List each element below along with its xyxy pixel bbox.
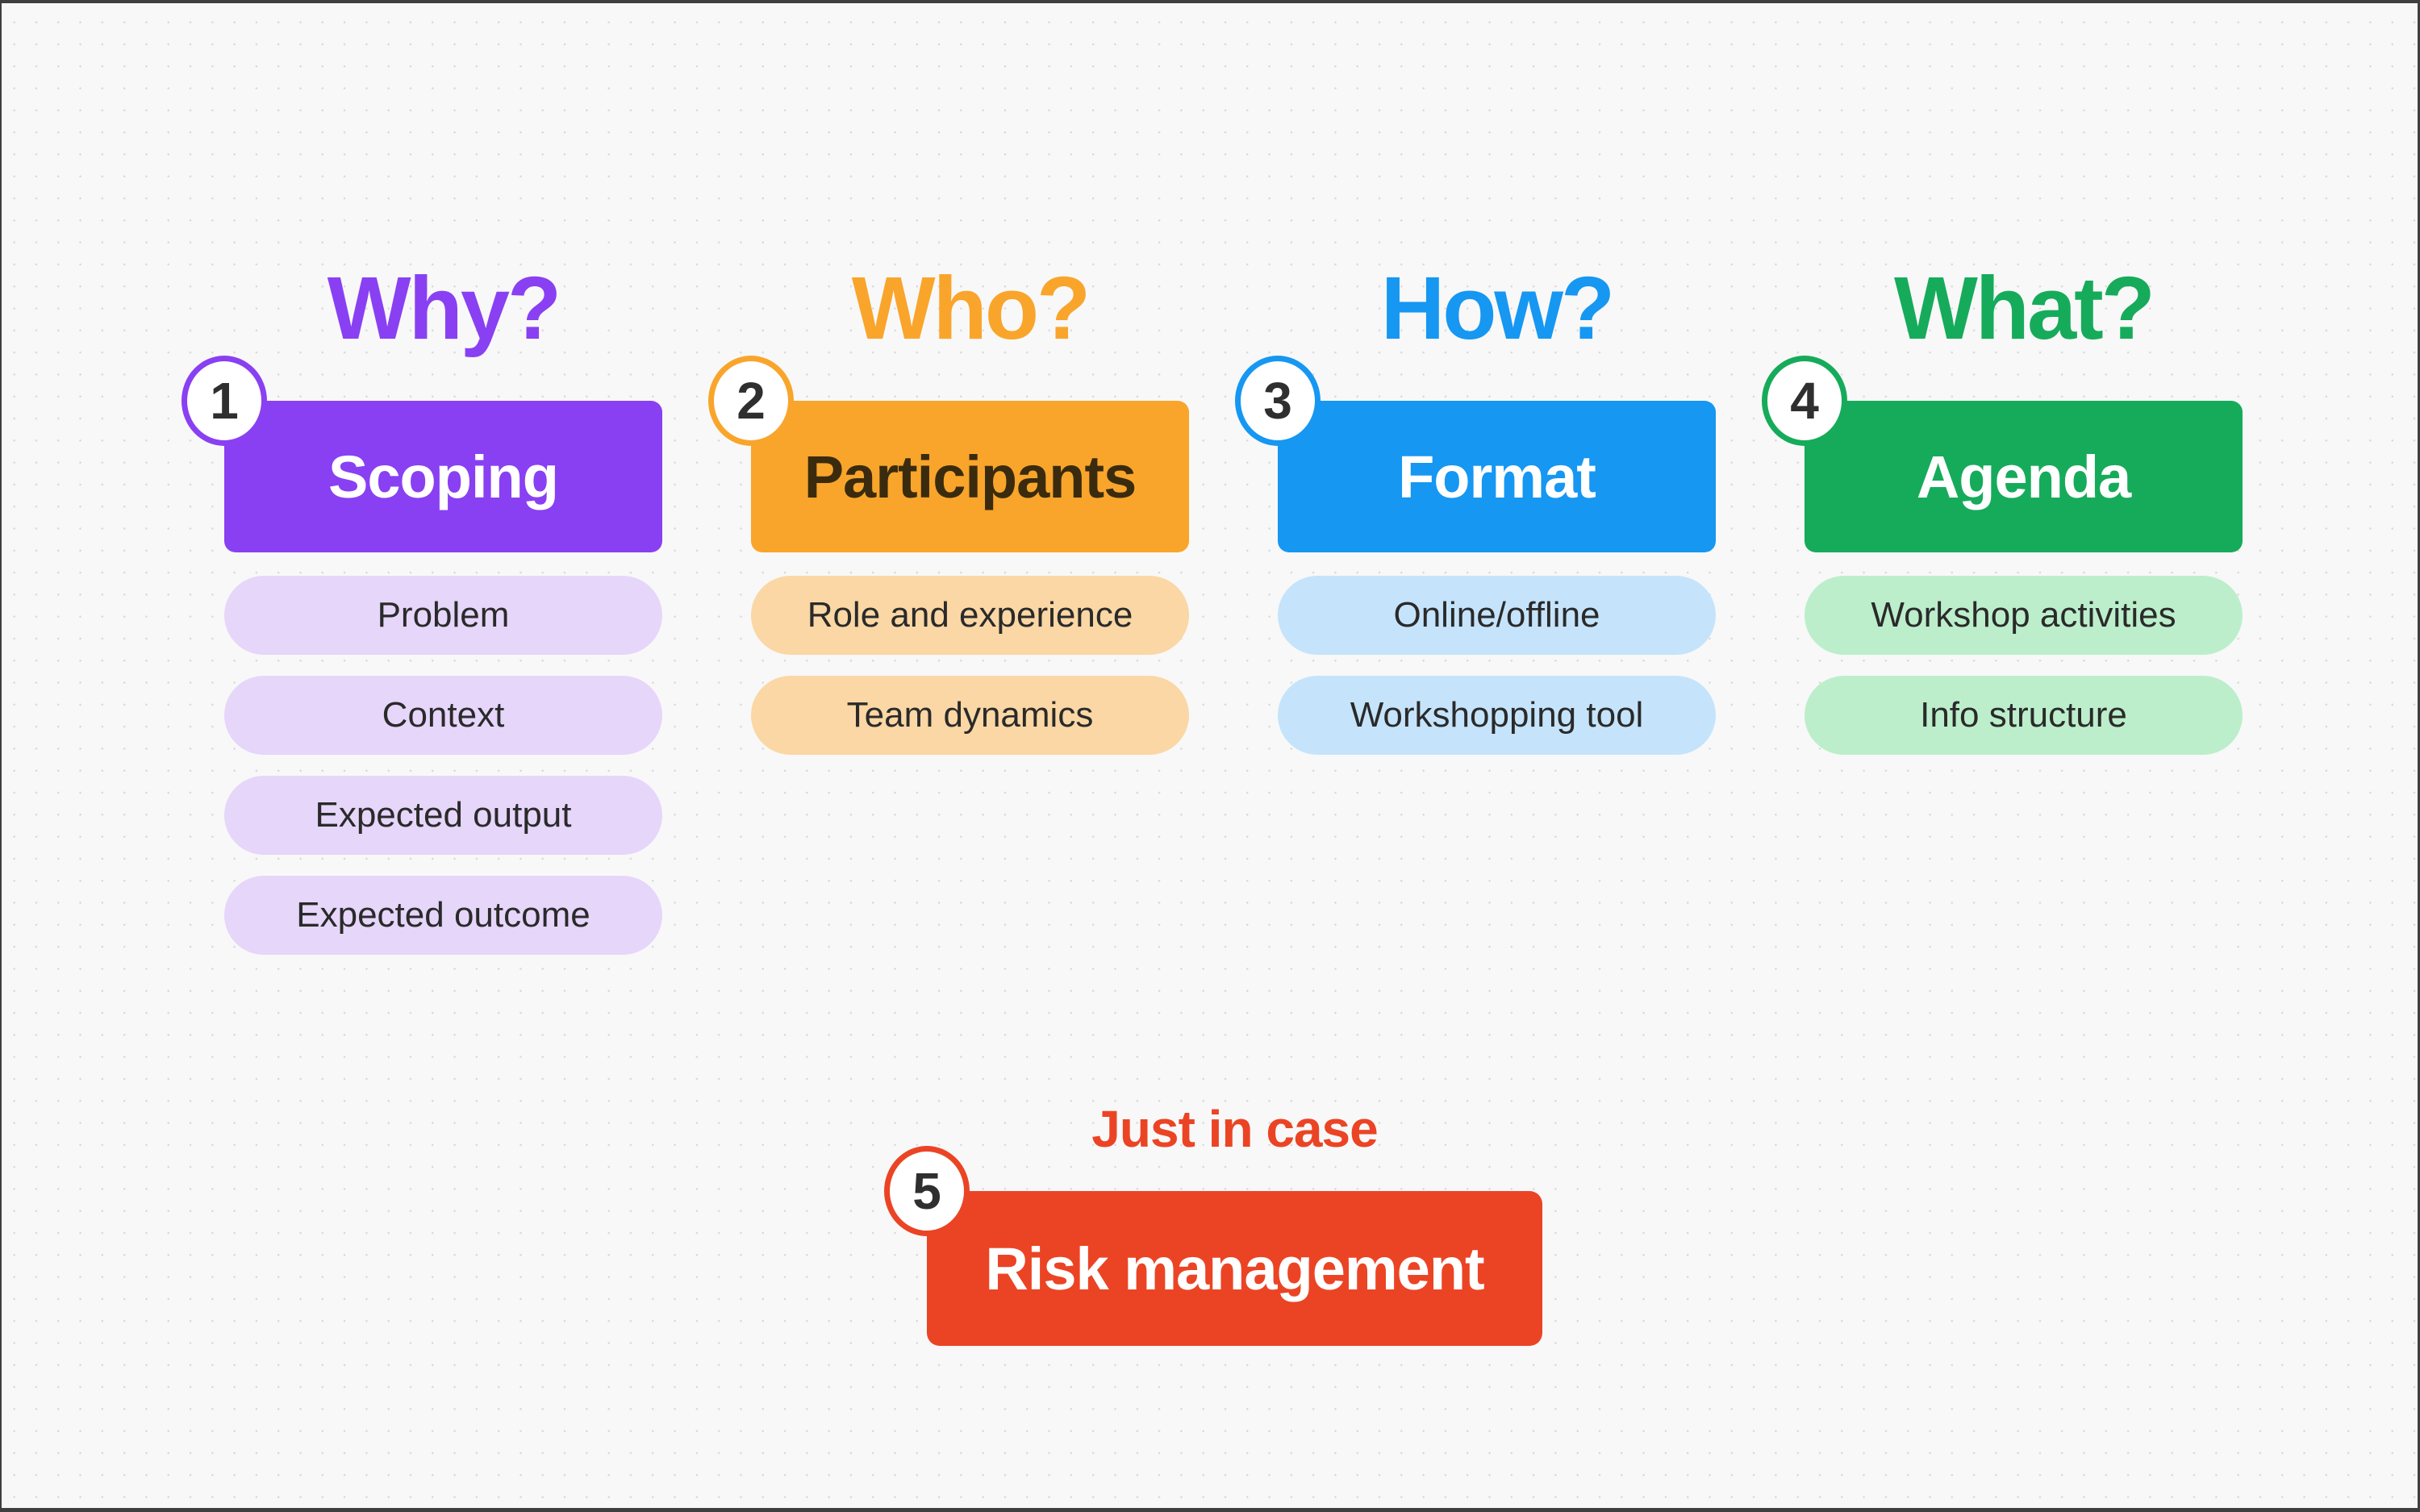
column-who: Who? 2 Participants Role and experience … xyxy=(708,3,1189,1508)
step-number: 1 xyxy=(210,372,239,430)
category-box: Scoping xyxy=(224,401,662,552)
topic-pill: Team dynamics xyxy=(751,676,1189,755)
topic-label: Context xyxy=(382,695,505,735)
category-title: Participants xyxy=(803,443,1137,510)
column-why: Why? 1 Scoping Problem Context Expected … xyxy=(182,3,662,1508)
category-box: Format xyxy=(1278,401,1716,552)
step-number: 5 xyxy=(912,1162,941,1220)
topic-label: Workshopping tool xyxy=(1350,695,1644,735)
category-box: Agenda xyxy=(1805,401,2243,552)
category-title: Scoping xyxy=(328,443,559,510)
topic-label: Team dynamics xyxy=(846,695,1094,735)
category-title: Agenda xyxy=(1916,443,2131,510)
topic-pill: Role and experience xyxy=(751,576,1189,655)
topic-label: Workshop activities xyxy=(1871,595,2176,635)
topic-pill: Problem xyxy=(224,576,662,655)
topic-pill: Online/offline xyxy=(1278,576,1716,655)
risk-management-title: Risk management xyxy=(985,1235,1484,1302)
step-number-badge: 2 xyxy=(708,356,794,446)
column-question-heading: Who? xyxy=(851,259,1091,358)
topic-pill: Workshop activities xyxy=(1805,576,2243,655)
topic-pill: Context xyxy=(224,676,662,755)
column-what: What? 4 Agenda Workshop activities Info … xyxy=(1762,3,2243,1508)
step-number-badge: 5 xyxy=(884,1146,970,1236)
topic-label: Problem xyxy=(377,595,510,635)
topic-pill: Info structure xyxy=(1805,676,2243,755)
footer-question-heading: Just in case xyxy=(1091,1100,1378,1158)
topic-label: Expected outcome xyxy=(296,895,590,935)
step-number-badge: 1 xyxy=(182,356,267,446)
topic-label: Expected output xyxy=(315,795,572,835)
topic-label: Online/offline xyxy=(1393,595,1600,635)
step-number-badge: 3 xyxy=(1235,356,1321,446)
topic-label: Role and experience xyxy=(807,595,1133,635)
column-question-heading: How? xyxy=(1380,259,1615,358)
step-number-badge: 4 xyxy=(1762,356,1847,446)
column-question-heading: What? xyxy=(1893,259,2155,358)
step-number: 2 xyxy=(736,372,766,430)
topic-label: Info structure xyxy=(1920,695,2127,735)
topic-pill: Expected output xyxy=(224,776,662,855)
column-how: How? 3 Format Online/offline Workshoppin… xyxy=(1235,3,1716,1508)
step-number: 3 xyxy=(1263,372,1292,430)
topic-pill: Expected outcome xyxy=(224,876,662,955)
topic-pill: Workshopping tool xyxy=(1278,676,1716,755)
category-box: Participants xyxy=(751,401,1189,552)
column-question-heading: Why? xyxy=(327,259,561,358)
step-number: 4 xyxy=(1790,372,1819,430)
category-title: Format xyxy=(1398,443,1596,510)
risk-management-box: Risk management xyxy=(927,1191,1542,1346)
